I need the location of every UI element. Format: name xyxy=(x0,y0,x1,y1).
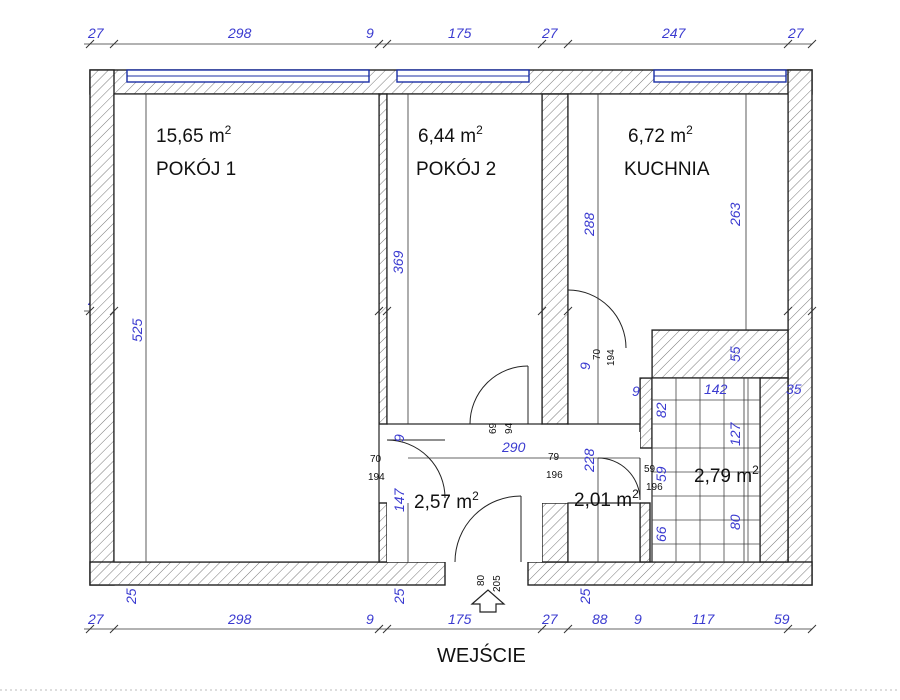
top-dim-2: 298 xyxy=(227,25,252,41)
dimension-tick xyxy=(783,624,793,634)
svg-text:6,72 m2: 6,72 m2 xyxy=(628,123,693,147)
bottom-dim-4: 175 xyxy=(448,611,472,627)
svg-text:2,79 m2: 2,79 m2 xyxy=(694,463,759,487)
dimension-tick xyxy=(783,39,793,49)
room-pokoj-2: 6,44 m2 POKÓJ 2 xyxy=(416,123,496,180)
svg-text:2,57 m2: 2,57 m2 xyxy=(414,489,479,513)
dim-25-a: 25 xyxy=(123,588,139,605)
dim-55: 55 xyxy=(727,346,743,362)
room-kuchnia: 6,72 m2 KUCHNIA xyxy=(624,123,710,180)
entrance-label: WEJŚCIE xyxy=(437,643,526,667)
dimension-tick xyxy=(783,306,793,316)
top-dim-4: 175 xyxy=(448,25,472,41)
bottom-dim-3: 9 xyxy=(366,611,374,627)
top-dim-7: 27 xyxy=(787,25,805,41)
dim-80: 80 xyxy=(727,514,743,530)
top-dim-3: 9 xyxy=(366,25,374,41)
dimension-tick xyxy=(537,39,547,49)
dimension-tick xyxy=(807,306,817,316)
dimension-tick xyxy=(807,39,817,49)
dim-147: 147 xyxy=(391,487,407,512)
door-label-kitchen-bot: 194 xyxy=(606,349,617,366)
room-name: KUCHNIA xyxy=(624,159,710,180)
dim-66: 66 xyxy=(653,526,669,542)
dimension-tick xyxy=(537,306,547,316)
dimension-tick xyxy=(382,306,392,316)
door-label-94: 94 xyxy=(504,422,515,434)
dim-263: 263 xyxy=(727,202,743,227)
bathroom-tiles xyxy=(652,378,760,562)
dim-25-c: 25 xyxy=(577,588,593,605)
door-label-196: 196 xyxy=(646,482,663,493)
room-name: POKÓJ 1 xyxy=(156,158,236,180)
dimension-tick xyxy=(374,306,384,316)
dimension-tick xyxy=(374,624,384,634)
svg-text:2,01 m2: 2,01 m2 xyxy=(574,487,639,511)
bottom-dim-2: 298 xyxy=(227,611,252,627)
windows xyxy=(126,69,787,83)
top-dim-5: 27 xyxy=(541,25,559,41)
guide-lines xyxy=(145,94,747,562)
dim-127: 127 xyxy=(727,421,743,446)
bath-dim-142: 142 xyxy=(704,381,728,397)
door-label-80: 80 xyxy=(476,574,487,586)
dimension-tick xyxy=(85,39,95,49)
room-pokoj-1: 15,65 m2 POKÓJ 1 xyxy=(156,123,236,180)
bottom-dim-6: 88 xyxy=(592,611,608,627)
dim-25-b: 25 xyxy=(391,588,407,605)
door-label-194: 194 xyxy=(368,472,385,483)
dim-9-b: 9 xyxy=(577,362,593,370)
dim-228: 228 xyxy=(581,448,597,473)
dimension-tick xyxy=(563,306,573,316)
entrance-arrow-icon xyxy=(470,589,506,613)
door-label-kitchen-top: 70 xyxy=(592,348,603,360)
dimension-tick xyxy=(374,39,384,49)
dimension-tick xyxy=(537,624,547,634)
dimension-tick xyxy=(563,39,573,49)
room-name: POKÓJ 2 xyxy=(416,158,496,180)
bottom-dim-8: 117 xyxy=(692,611,716,627)
dimension-tick xyxy=(807,624,817,634)
bottom-dim-1: 27 xyxy=(87,611,105,627)
top-dim-1: 27 xyxy=(87,25,105,41)
room-wc: 2,01 m2 xyxy=(574,487,639,511)
dimension-tick xyxy=(563,624,573,634)
hall-dim-79: 79 xyxy=(548,452,560,463)
dimension-tick xyxy=(85,624,95,634)
dim-525: 525 xyxy=(129,318,145,342)
door-label-59: 59 xyxy=(644,464,656,475)
dim-59: 59 xyxy=(653,466,669,482)
dim-288: 288 xyxy=(581,212,597,237)
dim-82: 82 xyxy=(653,402,669,418)
room-bathroom: 2,79 m2 xyxy=(694,463,759,487)
dimension-tick xyxy=(85,306,95,316)
room-hall: 2,57 m2 xyxy=(414,489,479,513)
bottom-dim-7: 9 xyxy=(634,611,642,627)
svg-text:15,65 m2: 15,65 m2 xyxy=(156,123,232,147)
door-label-69: 69 xyxy=(488,422,499,434)
bottom-dim-5: 27 xyxy=(541,611,559,627)
room-outlines xyxy=(113,93,789,563)
dimension-tick xyxy=(382,39,392,49)
door-label-70: 70 xyxy=(370,454,382,465)
dimension-tick xyxy=(109,306,119,316)
hall-dim-196: 196 xyxy=(546,470,563,481)
svg-text:6,44 m2: 6,44 m2 xyxy=(418,123,483,147)
bottom-dim-9: 59 xyxy=(774,611,790,627)
dimension-tick xyxy=(382,624,392,634)
doors xyxy=(386,289,641,563)
dim-369: 369 xyxy=(390,250,406,274)
dimension-tick xyxy=(109,624,119,634)
dim-9-a: 9 xyxy=(391,434,407,442)
bath-dim-35: 35 xyxy=(786,381,802,397)
dimension-tick xyxy=(109,39,119,49)
door-label-205: 205 xyxy=(492,575,503,592)
hall-dim-290: 290 xyxy=(501,439,526,455)
dim-9-c: 9 xyxy=(632,383,640,399)
top-dim-6: 247 xyxy=(661,25,687,41)
